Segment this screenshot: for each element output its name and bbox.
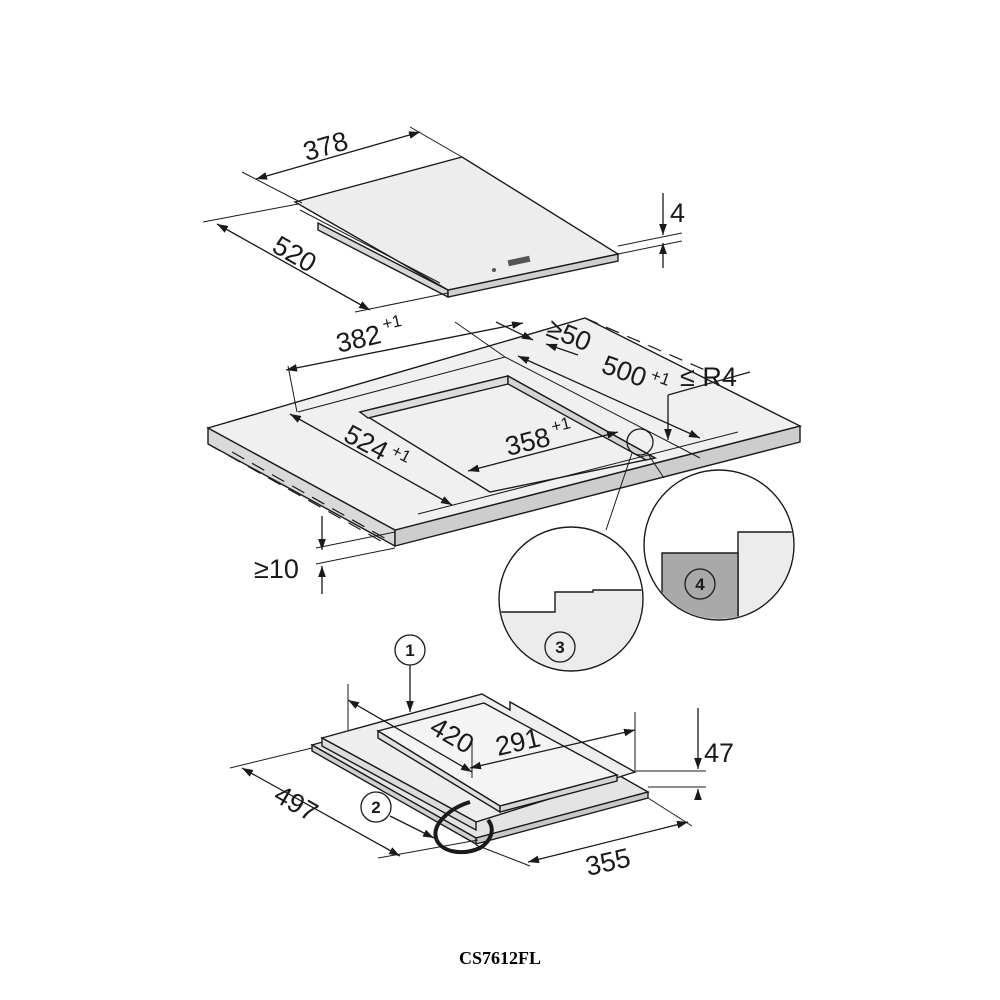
label-unit-height: 47	[704, 738, 734, 768]
label-cutout-width: 382+1	[333, 311, 407, 359]
label-unit-width: 355	[583, 842, 634, 881]
detail-marker	[626, 428, 654, 456]
dim-hob-thickness: 4	[617, 193, 685, 268]
dim-cutout-width: 382+1	[285, 311, 524, 413]
control-strip	[507, 255, 531, 267]
label-hob-depth: 520	[267, 230, 321, 279]
dim-worktop-thickness: ≥10	[254, 516, 396, 594]
model-label: CS7612FL	[458, 948, 541, 968]
power-cable	[433, 800, 494, 855]
label-hob-thickness: 4	[670, 198, 685, 228]
detail-4-label: 4	[695, 575, 705, 594]
detail-3-circle: 3	[498, 526, 644, 672]
detail-4-circle: 4	[643, 469, 795, 621]
svg-text:2: 2	[371, 798, 380, 817]
label-hob-width: 378	[300, 126, 352, 167]
label-corner-radius: ≤ R4	[680, 362, 737, 392]
hob-unit-body	[310, 693, 650, 855]
label-worktop-thickness: ≥10	[254, 554, 299, 584]
sensor-dot	[492, 268, 496, 272]
dim-unit-height: 47	[636, 708, 734, 800]
dim-corner-radius: ≤ R4	[664, 362, 751, 440]
callout-1: 1	[394, 634, 426, 712]
dim-cutout-depth: 500+1	[517, 349, 701, 439]
label-unit-depth: 497	[269, 779, 323, 828]
svg-text:1: 1	[405, 641, 414, 660]
detail-3-label: 3	[555, 638, 564, 657]
hob-glass-top	[293, 156, 620, 299]
